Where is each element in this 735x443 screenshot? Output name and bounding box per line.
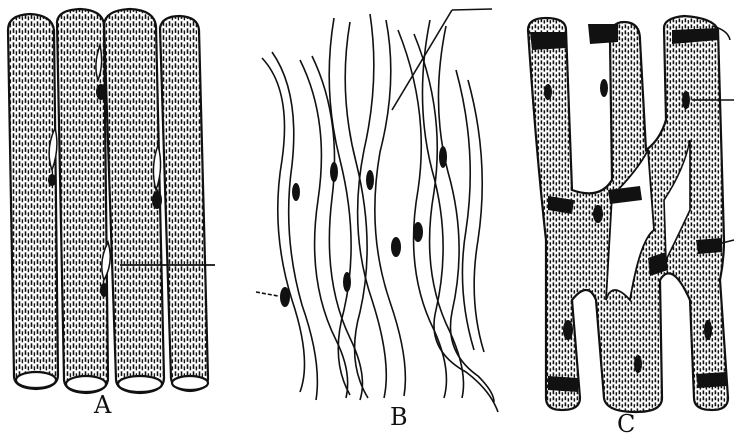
smooth-nuclei [280, 146, 447, 307]
panel-label-b: B [390, 405, 408, 429]
skeletal-muscle-group [8, 9, 208, 393]
skeletal-fiber-4 [160, 16, 208, 391]
pointer-line-b-top-tick [452, 9, 492, 10]
panel-label-c: C [617, 412, 635, 436]
cardiac-muscle-group [528, 16, 728, 412]
pointer-line-b-left [256, 292, 278, 296]
panel-label-a: A [94, 393, 111, 417]
skeletal-fiber-1 [8, 14, 58, 389]
smooth-muscle-group [262, 14, 498, 412]
